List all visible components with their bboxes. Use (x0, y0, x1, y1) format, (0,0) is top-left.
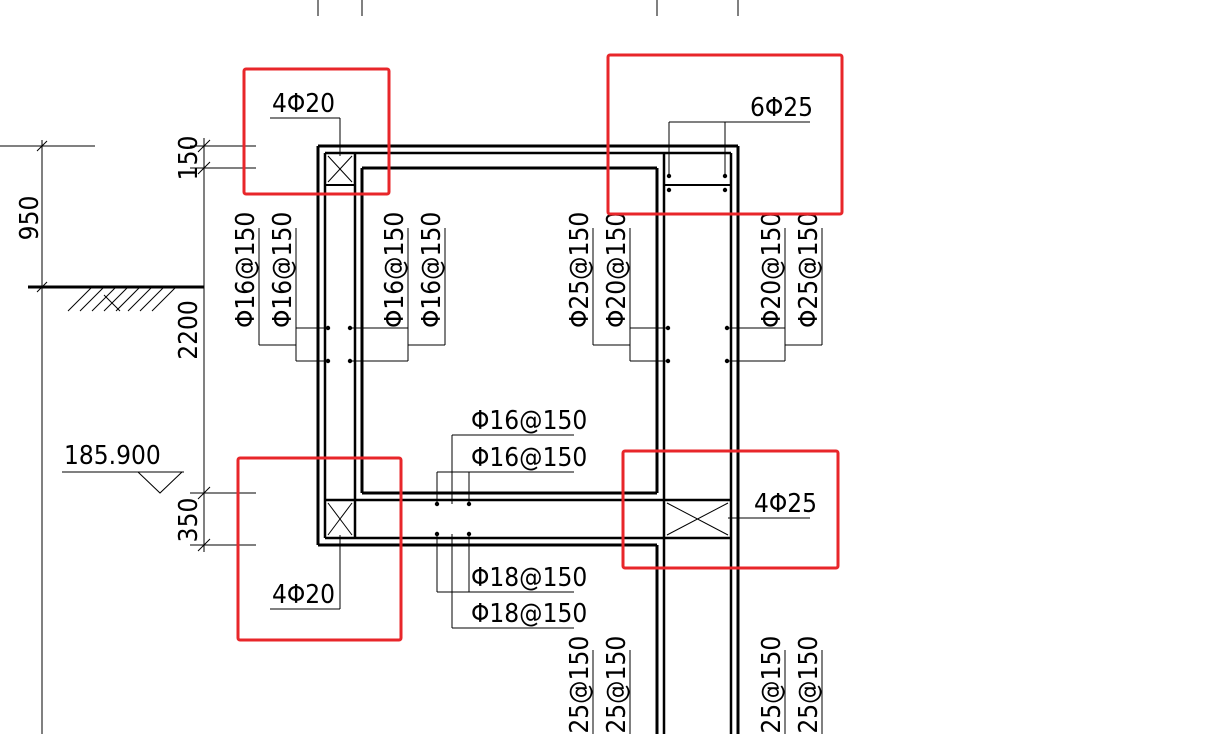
label-slab-top-2: Φ16@150 (471, 443, 587, 473)
rebar-labels: 4Φ20 4Φ20 6Φ25 4Φ25 Φ16@150 Φ16@150 Φ18@… (272, 89, 817, 629)
elevation-marker: 185.900 (62, 441, 184, 494)
highlight-bottom-left (236, 456, 403, 642)
label-top-right-corner: 6Φ25 (750, 93, 813, 123)
highlight-top-right (606, 53, 844, 216)
dimension-left-950: 950 (0, 140, 95, 734)
dim-2200-label: 2200 (174, 300, 204, 360)
label-right-wall-outer-1: Φ20@150 (757, 212, 787, 328)
highlight-boxes (236, 53, 844, 642)
label-top-left-corner: 4Φ20 (272, 89, 335, 119)
elevation-label: 185.900 (64, 441, 161, 471)
highlight-top-left (242, 67, 391, 196)
dim-350-label: 350 (174, 498, 204, 543)
label-right-wall-inner-2: Φ20@150 (602, 212, 632, 328)
label-right-wall-inner-1: Φ25@150 (565, 212, 595, 328)
label-slab-top-1: Φ16@150 (471, 406, 587, 436)
dim-950-label: 950 (15, 196, 45, 241)
label-left-wall-outer-2: Φ16@150 (268, 212, 298, 328)
label-left-wall-outer-1: Φ16@150 (231, 212, 261, 328)
dim-150-label: 150 (174, 136, 204, 181)
label-bottom-left-corner: 4Φ20 (272, 580, 335, 610)
label-bottom-right-corner: 4Φ25 (754, 489, 817, 519)
label-left-wall-inner-1: Φ16@150 (380, 212, 410, 328)
rebar-dots (325, 173, 730, 537)
label-lower-wall-inner-1: Φ25@150 (565, 636, 595, 734)
rebar-labels-vertical: Φ16@150 Φ16@150 Φ16@150 Φ16@150 Φ25@150 … (231, 212, 824, 734)
ground-line (28, 285, 204, 312)
rebar-lines (323, 151, 733, 734)
label-lower-wall-inner-2: Φ25@150 (602, 636, 632, 734)
label-lower-wall-outer-1: Φ25@150 (757, 636, 787, 734)
label-lower-wall-outer-2: Φ25@150 (794, 636, 824, 734)
label-right-wall-outer-2: Φ25@150 (794, 212, 824, 328)
corner-x-marks (327, 155, 729, 536)
upper-wall-stubs (317, 0, 739, 16)
dimension-chain-vertical: 150 2200 350 (174, 136, 256, 552)
highlight-bottom-right (621, 449, 840, 570)
concrete-outline (316, 144, 740, 734)
label-left-wall-inner-2: Φ16@150 (417, 212, 447, 328)
label-slab-bottom-1: Φ18@150 (471, 563, 587, 593)
label-slab-bottom-2: Φ18@150 (471, 599, 587, 629)
leader-lines (258, 117, 823, 734)
